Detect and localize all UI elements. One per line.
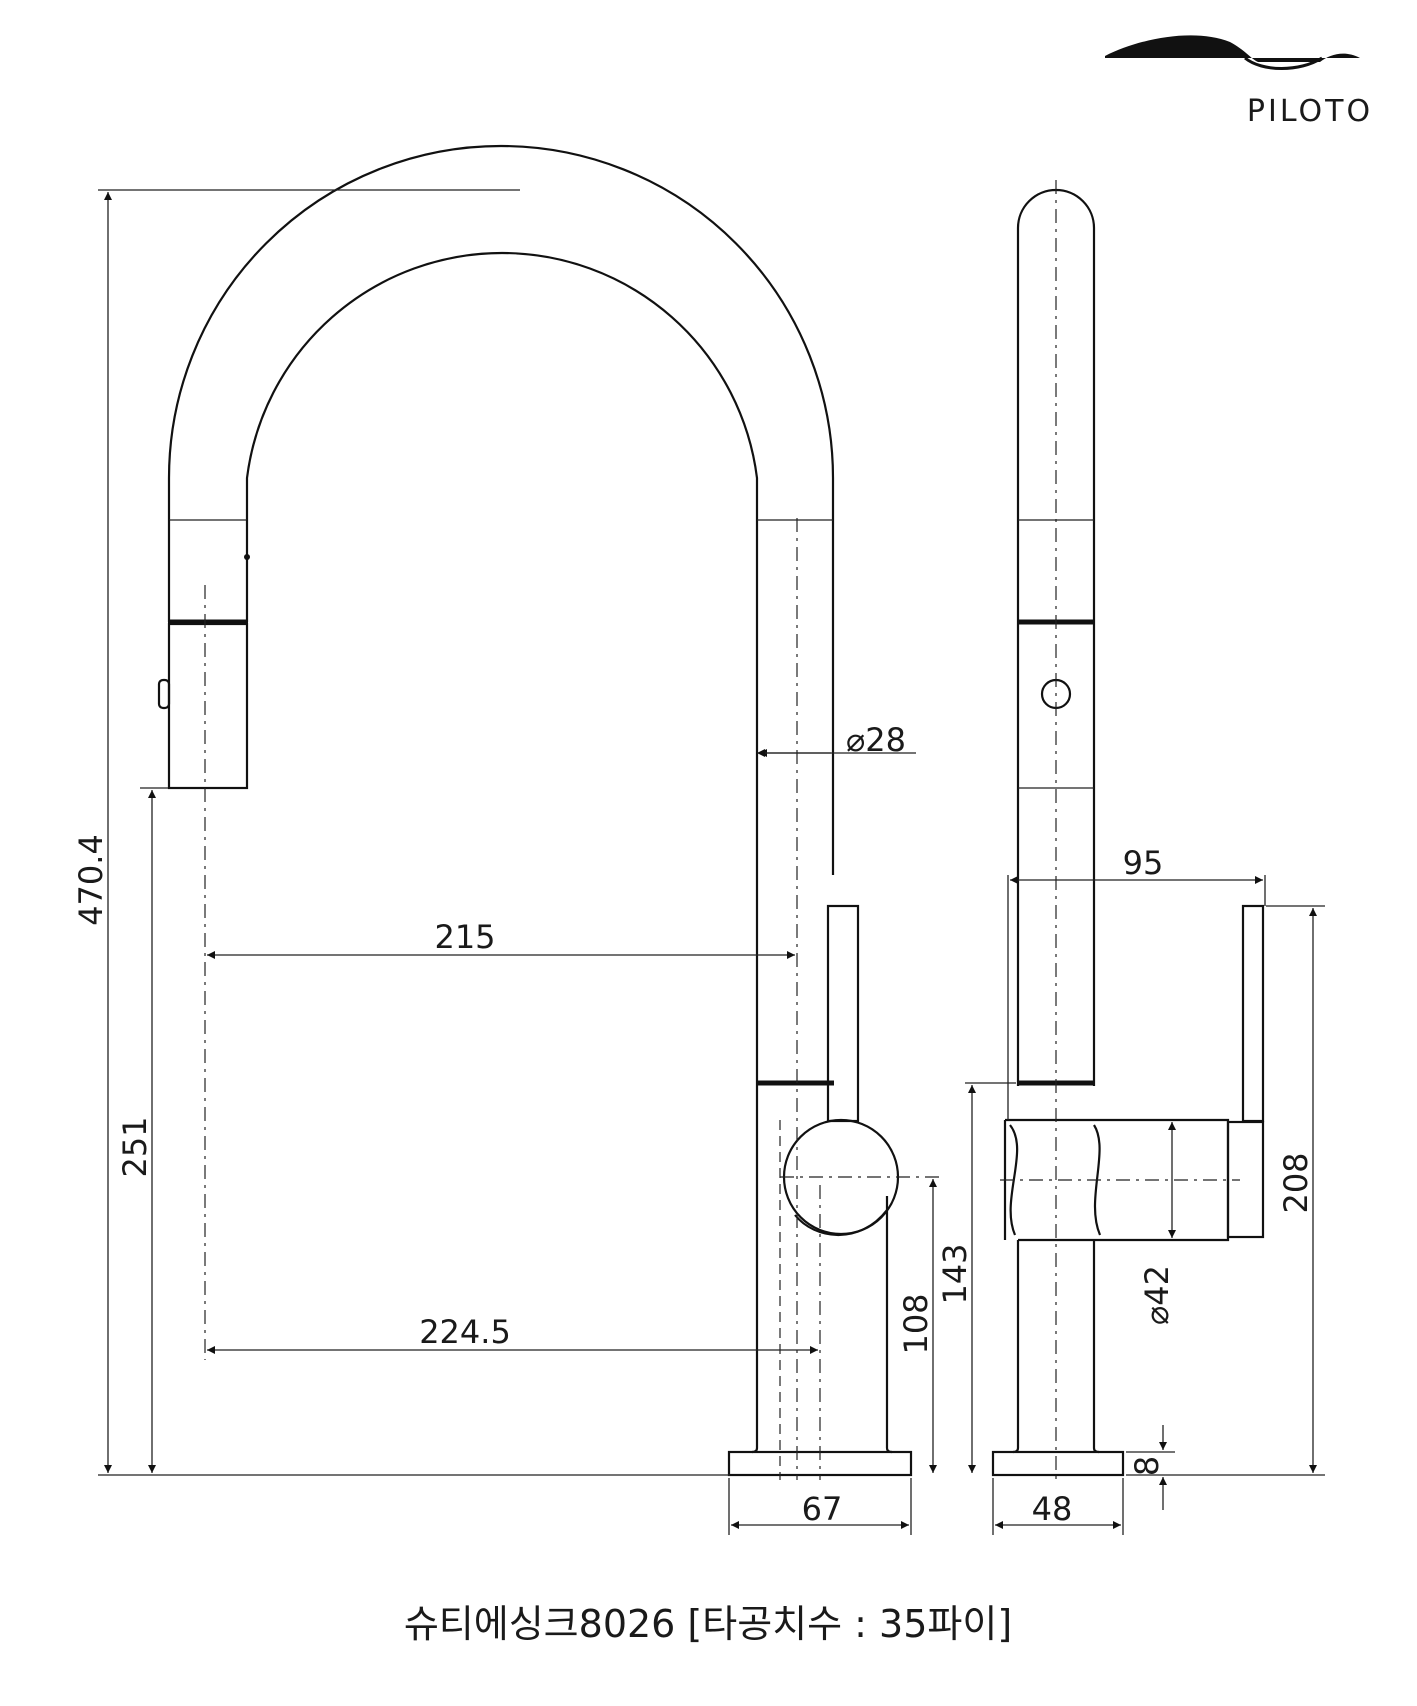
dim-base-width-front: 67	[802, 1490, 843, 1528]
spray-button	[157, 678, 171, 710]
lever-handle-front	[826, 904, 860, 1123]
brand-logo: PILOTO	[1105, 35, 1373, 129]
spout-arc-outer	[167, 144, 835, 875]
dim-base-width-side: 48	[1032, 1490, 1073, 1528]
dim-pipe-diameter: ⌀28	[846, 721, 906, 759]
piloto-wave-logo	[1105, 35, 1360, 62]
dim-base-thickness: 8	[1128, 1456, 1166, 1476]
dim-reach-upper: 215	[434, 918, 495, 956]
dim-handle-center-height: 108	[897, 1293, 935, 1354]
base-side	[991, 1450, 1125, 1477]
dimension-labels: 470.4 251 215 224.5 ⌀28 67 108 48 95 143…	[72, 721, 1315, 1528]
dim-handle-height: 208	[1277, 1152, 1315, 1213]
spout-arc-inner	[245, 251, 759, 1085]
lever-handle-side	[1241, 904, 1265, 1123]
product-caption: 슈티에싱크8026 [타공치수 : 35파이]	[404, 1602, 1012, 1646]
dim-body-height: 143	[936, 1243, 974, 1304]
front-view	[157, 144, 940, 1480]
dim-body-diameter: ⌀42	[1138, 1265, 1176, 1325]
dimension-lines	[98, 189, 1325, 1535]
brand-name: PILOTO	[1247, 94, 1373, 129]
dim-handle-depth: 95	[1123, 844, 1164, 882]
spray-head	[157, 520, 250, 790]
dim-total-height: 470.4	[72, 834, 110, 926]
side-view	[991, 180, 1265, 1480]
dim-reach-lower: 224.5	[419, 1313, 511, 1351]
dim-spout-outlet-height: 251	[116, 1116, 154, 1177]
